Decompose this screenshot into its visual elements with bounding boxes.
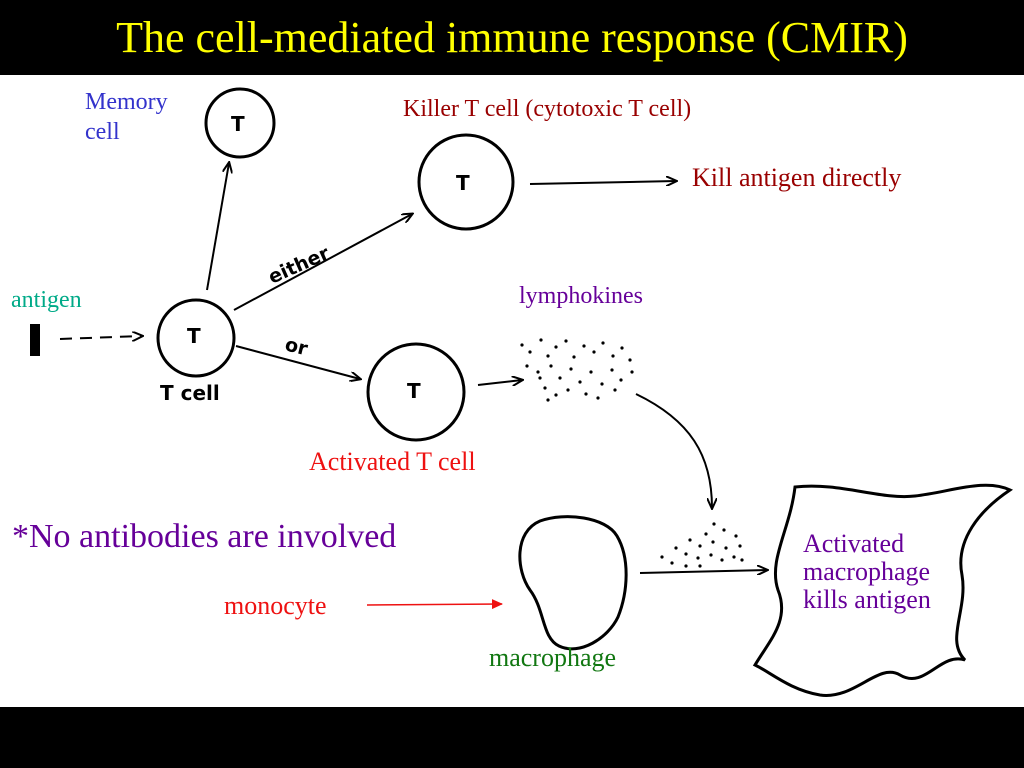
monocyte-label: monocyte xyxy=(224,591,327,620)
or-label: or xyxy=(283,334,311,361)
diagram-panel: T T T T cell T either or xyxy=(0,75,1024,707)
kill-antigen-label: Kill antigen directly xyxy=(692,163,902,192)
macrophage-shape xyxy=(518,515,628,651)
activated-t-cell-label: Activated T cell xyxy=(309,447,476,476)
arrow-macrophage-to-activated xyxy=(639,570,767,573)
killer-t-cell-label: Killer T cell (cytotoxic T cell) xyxy=(403,96,692,122)
activated-macrophage-label: Activated macrophage kills antigen xyxy=(803,529,931,614)
t-cell-label: T cell xyxy=(160,381,220,405)
bottom-bar xyxy=(0,707,1024,768)
arrow-lymphokines-to-macrophage xyxy=(635,393,712,508)
arrow-antigen-to-tcell xyxy=(59,336,142,339)
t-cell xyxy=(156,298,236,378)
memory-t-letter: T xyxy=(231,112,245,136)
slide-title: The cell-mediated immune response (CMIR) xyxy=(116,13,908,62)
t-cell-letter: T xyxy=(187,324,201,348)
arrow-tcell-to-memory xyxy=(206,163,229,291)
lymphokines-label: lymphokines xyxy=(519,283,643,309)
either-label: either xyxy=(265,242,333,288)
arrow-tcell-to-activated xyxy=(235,345,360,379)
killer-t-letter: T xyxy=(456,171,470,195)
memory-cell-label: Memory cell xyxy=(85,89,168,145)
no-antibodies-note: *No antibodies are involved xyxy=(12,518,397,555)
activated-macrophage-shape xyxy=(752,483,1014,697)
macrophage-label: macrophage xyxy=(489,643,617,672)
lymphokine-particles-lower xyxy=(660,522,744,568)
antigen-label: antigen xyxy=(11,287,82,313)
title-bar: The cell-mediated immune response (CMIR) xyxy=(0,0,1024,75)
arrow-activated-to-lymphokines xyxy=(477,380,522,385)
activated-t-cell xyxy=(366,342,466,442)
arrow-killer-to-kill xyxy=(529,181,676,184)
activated-t-letter: T xyxy=(407,379,421,403)
antigen-marker xyxy=(30,324,40,356)
memory-t-cell xyxy=(204,87,276,159)
killer-t-cell xyxy=(417,133,515,231)
arrow-tcell-to-killer xyxy=(233,214,412,311)
arrow-monocyte-to-macrophage xyxy=(366,599,503,610)
cmir-diagram: T T T T cell T either or xyxy=(30,87,1014,697)
lymphokine-particles xyxy=(520,338,634,402)
